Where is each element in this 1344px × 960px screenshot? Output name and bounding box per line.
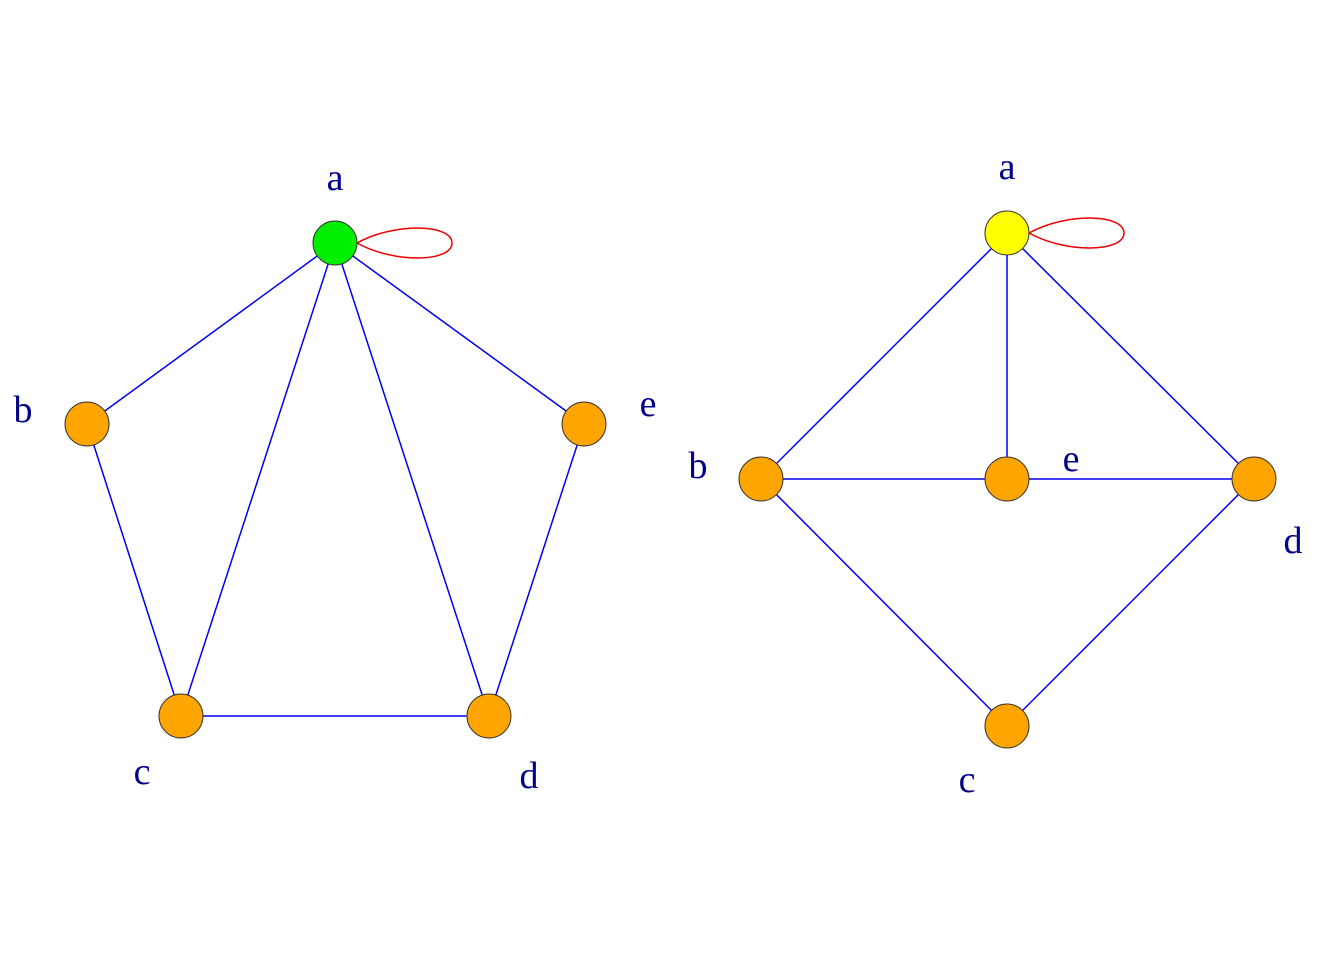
edge-a-d xyxy=(1006,232,1255,480)
edge-a-b xyxy=(760,232,1008,480)
node-d xyxy=(466,693,512,739)
node-label-a: a xyxy=(327,157,344,199)
node-e xyxy=(984,456,1030,502)
node-label-e: e xyxy=(640,383,657,425)
edge-d-e xyxy=(488,423,585,717)
edge-a-c xyxy=(180,242,336,717)
node-b xyxy=(64,401,110,447)
edge-b-c xyxy=(760,478,1008,727)
graph-left: a b c d e xyxy=(14,157,657,797)
edge-c-d xyxy=(1006,478,1255,727)
edge-b-c xyxy=(86,423,182,717)
node-label-d: d xyxy=(1284,520,1303,562)
node-label-b: b xyxy=(14,389,33,431)
node-label-d: d xyxy=(520,755,539,797)
node-b xyxy=(738,456,784,502)
edge-a-b xyxy=(86,242,336,425)
edge-a-d xyxy=(334,242,490,717)
node-c xyxy=(984,703,1030,749)
node-c xyxy=(158,693,204,739)
node-a xyxy=(312,220,358,266)
node-label-c: c xyxy=(134,751,151,793)
graph-right: a b c d e xyxy=(689,146,1303,801)
node-label-b: b xyxy=(689,445,708,487)
edge-a-e xyxy=(334,242,585,425)
node-label-e: e xyxy=(1063,438,1080,480)
node-e xyxy=(561,401,607,447)
loop-a xyxy=(356,227,453,259)
node-d xyxy=(1231,456,1277,502)
node-label-c: c xyxy=(959,759,976,801)
node-a xyxy=(984,210,1030,256)
loop-a xyxy=(1028,217,1125,249)
node-label-a: a xyxy=(999,146,1016,188)
